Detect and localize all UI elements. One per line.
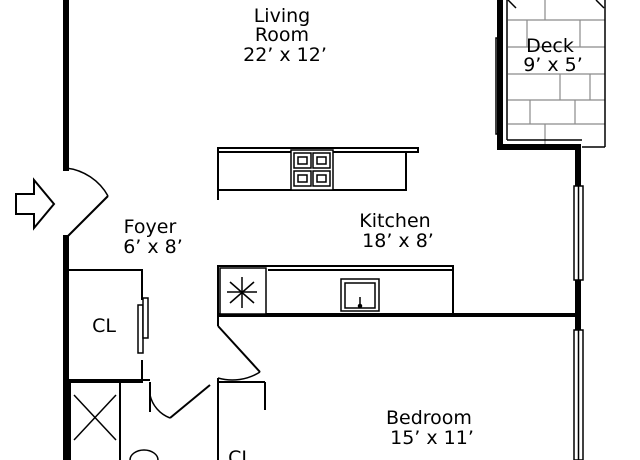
closet-door-1	[137, 297, 149, 354]
closet-2-label: CL	[228, 447, 252, 460]
toilet-icon	[129, 449, 159, 460]
living-room-label: Living Room 22’ x 12’	[243, 5, 327, 66]
exterior-walls	[63, 0, 581, 460]
room-dimensions: 9’ x 5’	[523, 54, 583, 76]
room-name: Bedroom	[386, 407, 472, 429]
room-dimensions: 18’ x 8’	[362, 230, 434, 252]
refrigerator-icon	[219, 267, 267, 315]
deck-floor-hatch	[508, 0, 605, 145]
interior-walls	[66, 269, 266, 460]
closet-1-label: CL	[92, 315, 116, 337]
foyer-label: Foyer 6’ x 8’	[123, 216, 183, 258]
bedroom-door	[149, 384, 211, 419]
sink-icon	[340, 278, 380, 312]
window-bedroom	[573, 329, 584, 460]
room-name: Foyer	[124, 216, 177, 238]
bedroom-label: Bedroom 15’ x 11’	[386, 407, 478, 449]
kitchen-label: Kitchen 18’ x 8’	[359, 210, 436, 252]
entry-arrow-icon	[15, 177, 56, 231]
room-name: Room	[255, 24, 309, 46]
room-name: Living	[254, 5, 311, 27]
entry-door	[65, 167, 109, 239]
kitchen-door	[217, 325, 261, 381]
room-name: CL	[92, 315, 116, 337]
room-name: Kitchen	[359, 210, 430, 232]
room-name: CL	[228, 447, 252, 460]
closet-door-2	[73, 394, 117, 441]
deck-outline	[506, 0, 606, 148]
room-dimensions: 15’ x 11’	[390, 427, 474, 449]
deck-label: Deck 9’ x 5’	[523, 35, 583, 76]
room-dimensions: 6’ x 8’	[123, 236, 183, 258]
deck-corner-marks	[507, 0, 605, 9]
window-kitchen	[573, 185, 584, 281]
room-name: Deck	[526, 35, 574, 57]
room-dimensions: 22’ x 12’	[243, 44, 327, 66]
cooktop-icon	[290, 149, 334, 191]
